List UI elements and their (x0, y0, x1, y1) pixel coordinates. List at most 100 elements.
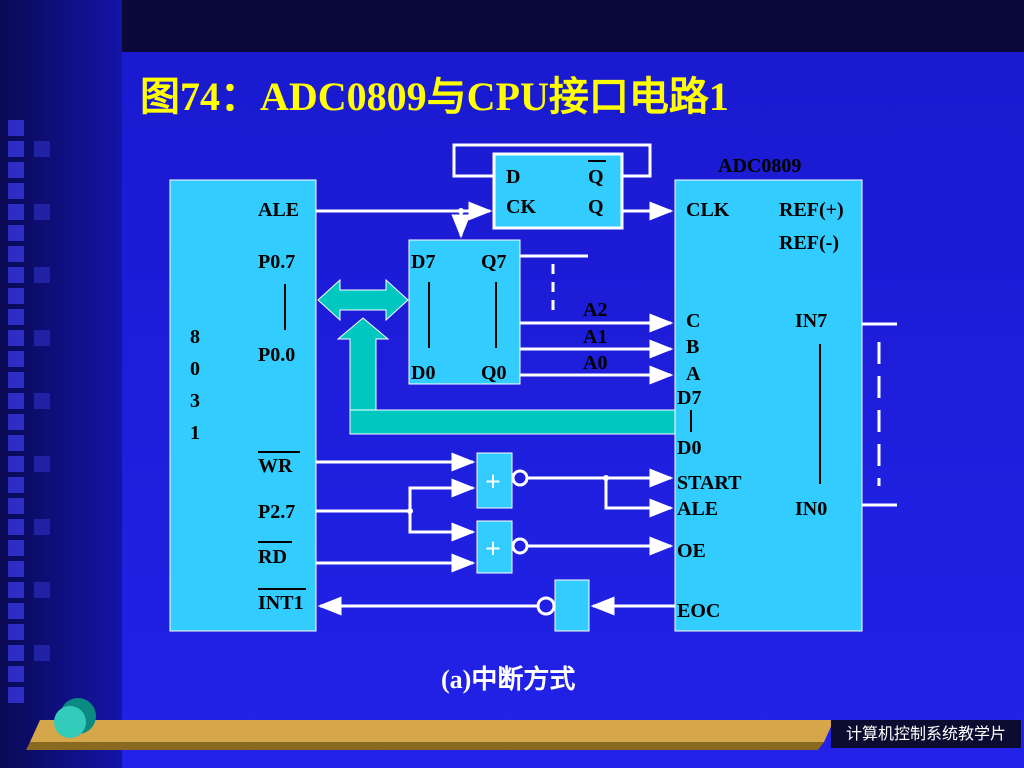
p27-junction (407, 508, 413, 514)
decorative-square (8, 477, 24, 493)
data-bus-horizontal (349, 409, 676, 435)
slide-title: 图74：ADC0809与CPU接口电路1 (140, 74, 729, 119)
decorative-square (8, 519, 24, 535)
cpu-pin-rd: RD (258, 546, 287, 568)
footer-decoration-light (54, 706, 86, 738)
adc-pin-clk: CLK (686, 199, 730, 221)
decorative-square (8, 309, 24, 325)
latch-d0-label: D0 (411, 362, 435, 384)
cpu-pin-ale: ALE (258, 199, 299, 221)
p27-to-start-gate (408, 478, 476, 511)
decorative-square (8, 141, 24, 157)
decorative-square (8, 225, 24, 241)
or-gate-start-symbol: + (485, 467, 501, 498)
address-latch (408, 239, 521, 385)
adc-pin-ref-pos: REF(+) (779, 199, 844, 221)
address-label-a1: A1 (583, 326, 607, 348)
footer-stripe (30, 720, 834, 742)
latch-d7-label: D7 (411, 251, 435, 273)
cpu-pin-p07: P0.7 (258, 251, 295, 273)
adc-pin-start: START (677, 472, 742, 494)
adc-pin-d0: D0 (677, 437, 701, 459)
decorative-square (8, 561, 24, 577)
decorative-square (8, 435, 24, 451)
decorative-square (8, 666, 24, 682)
decorative-square (8, 687, 24, 703)
decorative-square (34, 645, 50, 661)
data-bus-up-arrow (336, 317, 390, 411)
adc-pin-eoc: EOC (677, 600, 720, 622)
address-label-a0: A0 (583, 352, 607, 374)
eoc-inverter-bubble (536, 596, 556, 616)
ff-qbar-label: Q (588, 166, 604, 188)
adc-pin-a: A (686, 363, 701, 385)
data-bus-double-arrow (317, 278, 409, 322)
decorative-square (8, 414, 24, 430)
decorative-square (34, 330, 50, 346)
cpu-name-char: 0 (190, 358, 200, 380)
decorative-square (8, 120, 24, 136)
decorative-square (34, 519, 50, 535)
ff-q-label: Q (588, 196, 604, 218)
or-gate-start (476, 452, 513, 509)
adc-pin-d7: D7 (677, 387, 701, 409)
adc-pin-in7: IN7 (795, 310, 827, 332)
decorative-square (8, 540, 24, 556)
start-to-ale-wire (604, 478, 674, 518)
adc-pin-ale: ALE (677, 498, 718, 520)
ff-ck-label: CK (506, 196, 536, 218)
ff-d-label: D (506, 166, 520, 188)
adc0809-chip (674, 179, 863, 632)
cpu-pin-p27: P2.7 (258, 501, 295, 523)
decorative-square (34, 582, 50, 598)
decorative-square (8, 246, 24, 262)
footer-stripe-shadow (26, 742, 824, 750)
decorative-square (8, 204, 24, 220)
decorative-square (34, 267, 50, 283)
adc-pin-oe: OE (677, 540, 706, 562)
cpu-pin-int1: INT1 (258, 592, 304, 614)
footer-label: 计算机控制系统教学片 (831, 720, 1021, 748)
decorative-square (8, 162, 24, 178)
decorative-square (8, 288, 24, 304)
cpu-pin-p00: P0.0 (258, 344, 295, 366)
cpu-name-char: 1 (190, 422, 200, 444)
cpu-8031-chip (169, 179, 317, 632)
or-gate-oe (476, 520, 513, 574)
diagram-caption: (a)中断方式 (441, 664, 575, 694)
start-junction (603, 475, 609, 481)
decorative-square (8, 183, 24, 199)
adc-pin-in0: IN0 (795, 498, 827, 520)
decorative-square (8, 456, 24, 472)
decorative-square (8, 267, 24, 283)
adc-pin-c: C (686, 310, 700, 332)
cpu-pin-wr: WR (258, 455, 293, 477)
eoc-inverter (554, 579, 590, 632)
top-band (0, 0, 1024, 52)
decorative-square (8, 372, 24, 388)
latch-q7-label: Q7 (481, 251, 507, 273)
decorative-square (34, 204, 50, 220)
decorative-square (8, 393, 24, 409)
decorative-square (8, 645, 24, 661)
cpu-name-char: 3 (190, 390, 200, 412)
address-label-a2: A2 (583, 299, 607, 321)
decorative-square (8, 603, 24, 619)
adc-chip-title: ADC0809 (718, 155, 801, 177)
latch-q0-label: Q0 (481, 362, 507, 384)
decorative-square (8, 582, 24, 598)
or-gate-oe-bubble (511, 537, 529, 555)
ff-feedback-wire (452, 143, 652, 178)
decorative-square (8, 330, 24, 346)
decorative-square (34, 141, 50, 157)
decorative-square (34, 393, 50, 409)
or-gate-oe-symbol: + (485, 534, 501, 565)
decorative-square (8, 498, 24, 514)
adc-pin-b: B (686, 336, 699, 358)
decorative-square (34, 456, 50, 472)
decorative-square (8, 624, 24, 640)
cpu-name-char: 8 (190, 326, 200, 348)
adc-pin-ref-neg: REF(-) (779, 232, 839, 254)
or-gate-start-bubble (511, 469, 529, 487)
